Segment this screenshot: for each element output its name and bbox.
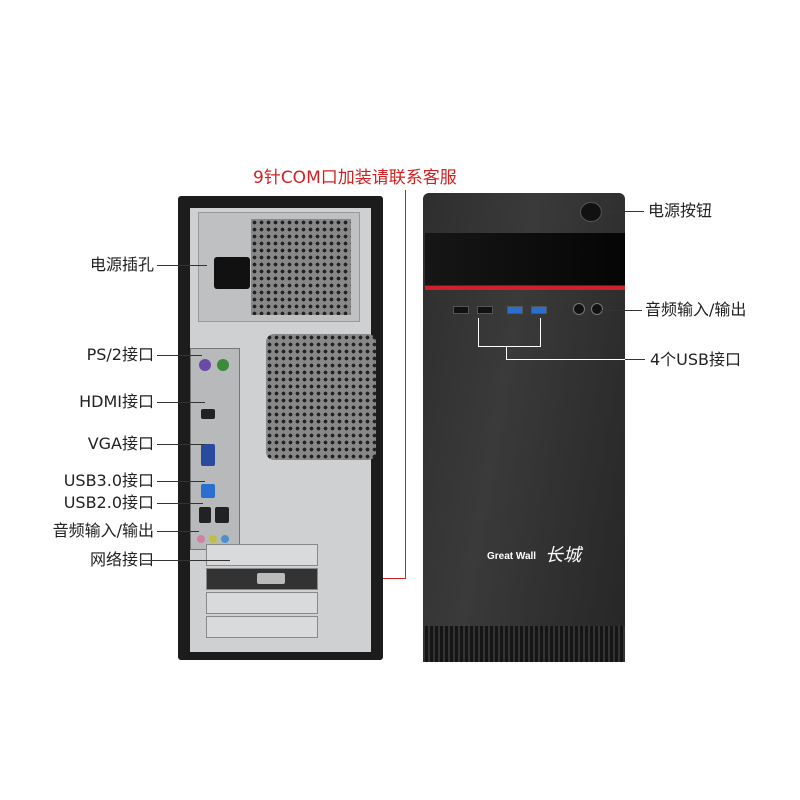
fan-vent — [266, 334, 376, 460]
case-rear-view — [178, 196, 383, 660]
power-supply — [198, 212, 360, 322]
label-usb2: USB2.0接口 — [63, 493, 154, 512]
label-front-usb: 4个USB接口 — [650, 350, 742, 369]
case-front-view: Great Wall 长城 — [423, 193, 625, 662]
note-leader-line — [405, 190, 406, 579]
label-ps2: PS/2接口 — [86, 345, 154, 364]
label-hdmi: HDMI接口 — [79, 392, 154, 411]
front-grille — [423, 626, 625, 662]
label-vga: VGA接口 — [87, 434, 154, 453]
com-port-note: 9针COM口加装请联系客服 — [253, 168, 457, 188]
power-button — [580, 202, 602, 222]
label-audio-front: 音频输入/输出 — [645, 300, 747, 319]
label-usb3: USB3.0接口 — [63, 471, 154, 490]
brand-logo: Great Wall — [487, 551, 537, 562]
brand-mark: 长城 — [545, 545, 581, 566]
power-socket — [214, 257, 250, 289]
label-power-button: 电源按钮 — [648, 201, 713, 220]
label-power-socket: 电源插孔 — [89, 255, 154, 274]
label-audio-rear: 音频输入/输出 — [52, 521, 154, 540]
io-shield — [190, 348, 240, 550]
label-network: 网络接口 — [89, 550, 154, 569]
